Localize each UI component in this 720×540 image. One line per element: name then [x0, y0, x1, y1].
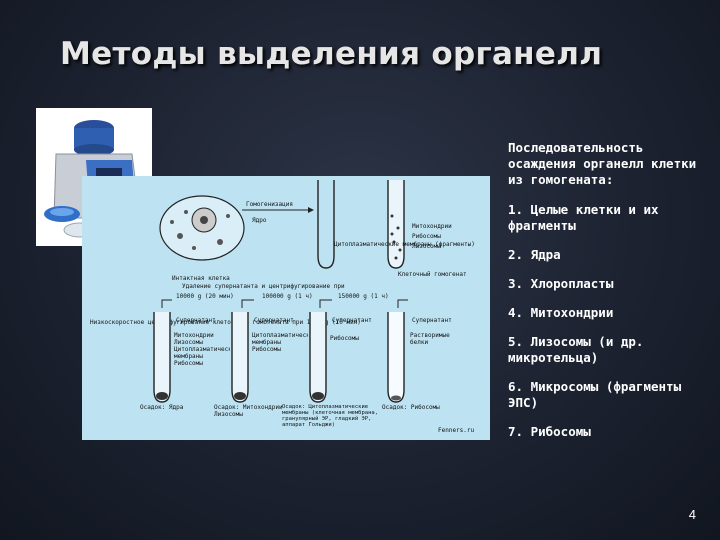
- supernatant-2: Супернатант: [254, 317, 294, 324]
- centrifugation-diagram: Интактная клетка Гомогенизация Ядро Цито…: [82, 176, 490, 440]
- watermark: Fenners.ru: [438, 427, 475, 434]
- intact-cell-drawing: [160, 196, 244, 260]
- sequence-list: Последовательность осаждения органелл кл…: [508, 140, 698, 453]
- step-6: 6. Микросомы (фрагменты ЭПС): [508, 379, 698, 411]
- tube-empty: [318, 180, 334, 268]
- slide-title: Методы выделения органелл: [60, 36, 680, 72]
- supernatant-4: Супернатант: [412, 317, 452, 324]
- pellet-membranes: Осадок: Цитоплазматические мембраны (кле…: [282, 404, 382, 428]
- soluble-proteins: Растворимые белки: [410, 332, 470, 346]
- cytoplasm-label: Цитоплазматические мембраны (фрагменты): [334, 241, 475, 248]
- supernatant-3: Супернатант: [332, 317, 372, 324]
- step-4: 4. Митохондрии: [508, 305, 698, 321]
- nucleus-label: Ядро: [252, 217, 267, 224]
- col3-contents: Цитоплазматические мембраны Рибосомы: [252, 332, 308, 353]
- speed2-label: 100000 g (1 ч): [262, 293, 313, 300]
- intact-cell-label: Интактная клетка: [172, 275, 230, 282]
- tube-1: [154, 312, 170, 402]
- pellet-nuclei: Осадок: Ядра: [140, 404, 200, 411]
- step-2: 2. Ядра: [508, 247, 698, 263]
- col2-contents: Митохондрии Лизосомы Цитоплазматические …: [174, 332, 230, 367]
- tube-4: [388, 312, 404, 402]
- ribo-label: Рибосомы: [412, 233, 441, 240]
- tube-homogenate: [388, 180, 404, 268]
- supernatant-1: Супернатант: [176, 317, 216, 324]
- tube-3: [310, 312, 326, 402]
- homogenization-label: Гомогенизация: [246, 201, 293, 208]
- speed1-label: 10000 g (20 мин): [176, 293, 234, 300]
- sequence-intro: Последовательность осаждения органелл кл…: [508, 140, 698, 188]
- step-7: 7. Рибосомы: [508, 424, 698, 440]
- step-1: 1. Целые клетки и их фрагменты: [508, 202, 698, 234]
- page-number: 4: [689, 507, 696, 522]
- pellet-mito: Осадок: Митохондрии Лизосомы: [214, 404, 284, 418]
- step-3: 3. Хлоропласты: [508, 276, 698, 292]
- tube-2: [232, 312, 248, 402]
- pellet-ribosomes: Осадок: Рибосомы: [382, 404, 442, 411]
- speed3-label: 150000 g (1 ч): [338, 293, 389, 300]
- lyso-label: Лизосомы: [412, 243, 441, 250]
- removal-label: Удаление супернатанта и центрифугировани…: [182, 283, 345, 290]
- step-5: 5. Лизосомы (и др. микротельца): [508, 334, 698, 366]
- mito-label: Митохондрии: [412, 223, 452, 230]
- col4-contents: Рибосомы: [330, 335, 359, 342]
- homogenate-label: Клеточный гомогенат: [398, 271, 467, 278]
